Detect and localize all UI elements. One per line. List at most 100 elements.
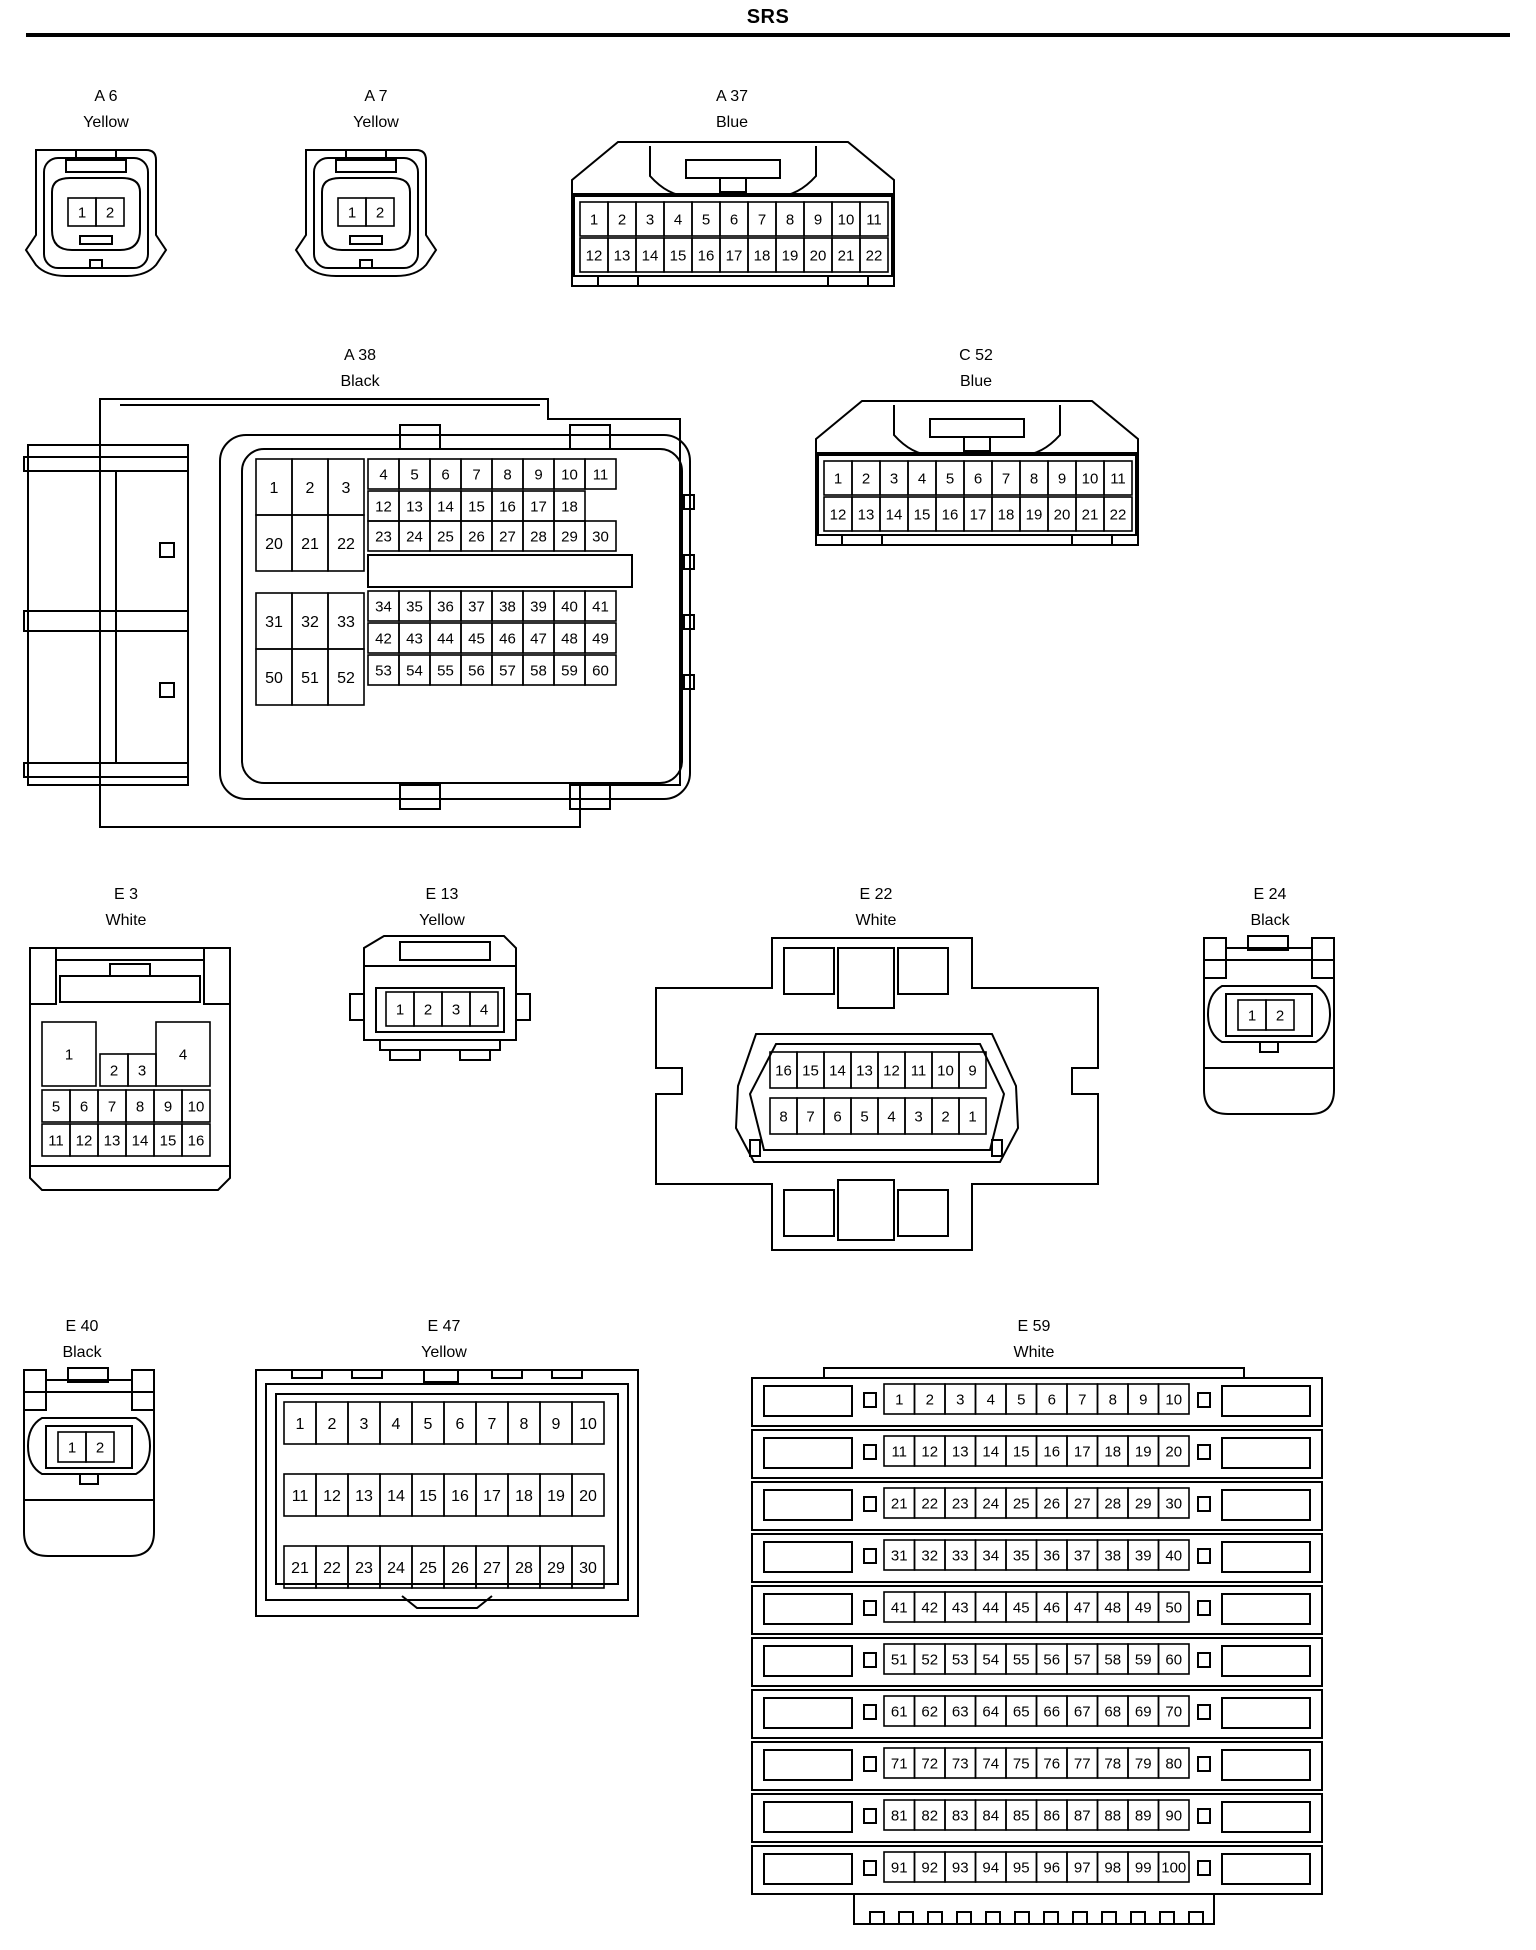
pin-label: 91 [891,1859,908,1876]
pin-label: 1 [1248,1007,1256,1024]
pin-label: 87 [1074,1807,1091,1824]
pin-label: 2 [424,1001,432,1018]
row-key [863,1548,877,1564]
key-slot [991,1139,1003,1157]
row-tray [751,1689,1323,1739]
pin-label: 14 [132,1132,149,1149]
pin-label: 2 [96,1439,104,1456]
bottom-skirt [853,1894,1215,1925]
foot [459,1049,491,1061]
side-latch [29,947,57,1005]
pin-label: 6 [441,466,449,483]
pin-label: 1 [834,470,842,487]
pin-label: 17 [970,506,987,523]
pin-label: 7 [758,211,766,228]
bottom-tooth [1043,1911,1059,1925]
pin-label: 27 [1074,1495,1091,1512]
pin-label: 12 [76,1132,93,1149]
pin-cell [584,520,617,552]
pin-label: 11 [891,1443,907,1460]
pin-label: 17 [1074,1443,1091,1460]
pin-label: 9 [534,466,542,483]
pin-label: 27 [483,1560,501,1577]
title-rule [26,33,1510,37]
housing [815,400,1139,546]
pin-label: 16 [775,1062,792,1079]
pin-label: 75 [1013,1755,1030,1772]
pin-cell [1265,999,1295,1031]
pin-label: 35 [406,598,423,615]
pin-label: 99 [1135,1859,1152,1876]
pin-label: 42 [921,1599,938,1616]
pin-label: 3 [956,1391,964,1408]
side-tab [683,674,695,690]
pin-label: 2 [376,204,384,221]
housing [571,141,895,287]
pin-label: 36 [437,598,454,615]
pin-label: 28 [515,1560,533,1577]
side-ear [349,993,365,1021]
pin-label: 21 [1082,506,1099,523]
side-latch [131,1369,155,1411]
pin-label: 42 [375,630,392,647]
pin-label: 57 [499,662,516,679]
key [79,235,113,245]
pin-label: 4 [480,1001,488,1018]
row-key [1197,1600,1211,1616]
pin-label: 56 [1043,1651,1060,1668]
bottom-tooth [1188,1911,1204,1925]
row-left-slot [763,1437,853,1469]
pin-label: 10 [561,466,578,483]
row-tray [751,1793,1323,1843]
row-right-slot [1221,1645,1311,1677]
pin-label: 41 [891,1599,908,1616]
bottom-tooth [985,1911,1001,1925]
pin-label: 47 [1074,1599,1091,1616]
pin-label: 13 [858,506,875,523]
pin-label: 4 [887,1108,895,1125]
pin-label: 85 [1013,1807,1030,1824]
pin-label: 56 [468,662,485,679]
pin-label: 13 [104,1132,121,1149]
pin-cell [584,654,617,686]
pin-label: 2 [306,480,315,497]
bottom-tooth [1014,1911,1030,1925]
pin-label: 12 [883,1062,900,1079]
row-left-slot [763,1593,853,1625]
pin-label: 21 [891,1495,908,1512]
side-rail [23,610,189,632]
pin-label: 45 [468,630,485,647]
pin-label: 6 [730,211,738,228]
pin-label: 43 [406,630,423,647]
pin-cell [584,590,617,622]
pin-label: 57 [1074,1651,1091,1668]
pin-cell [1157,1643,1190,1675]
pin-label: 15 [802,1062,819,1079]
pin-label: 15 [1013,1443,1030,1460]
pin-label: 58 [1104,1651,1121,1668]
pin-label: 12 [323,1488,341,1505]
connector-color: Black [62,1344,102,1361]
top-lug [399,424,441,450]
pin-label: 89 [1135,1807,1152,1824]
top-key [1247,935,1289,951]
row-tray [751,1481,1323,1531]
pin-label: 92 [921,1859,938,1876]
row-key [863,1444,877,1460]
pin-label: 4 [987,1391,995,1408]
pin-label: 44 [982,1599,999,1616]
pin-label: 29 [561,528,578,545]
row-right-slot [1221,1697,1311,1729]
pin-label: 86 [1043,1807,1060,1824]
pin-label: 15 [160,1132,177,1149]
row-left-slot [763,1853,853,1885]
pin-label: 53 [952,1651,969,1668]
foot [841,534,883,546]
connector-color: White [105,912,147,929]
pin-cell [584,458,617,490]
